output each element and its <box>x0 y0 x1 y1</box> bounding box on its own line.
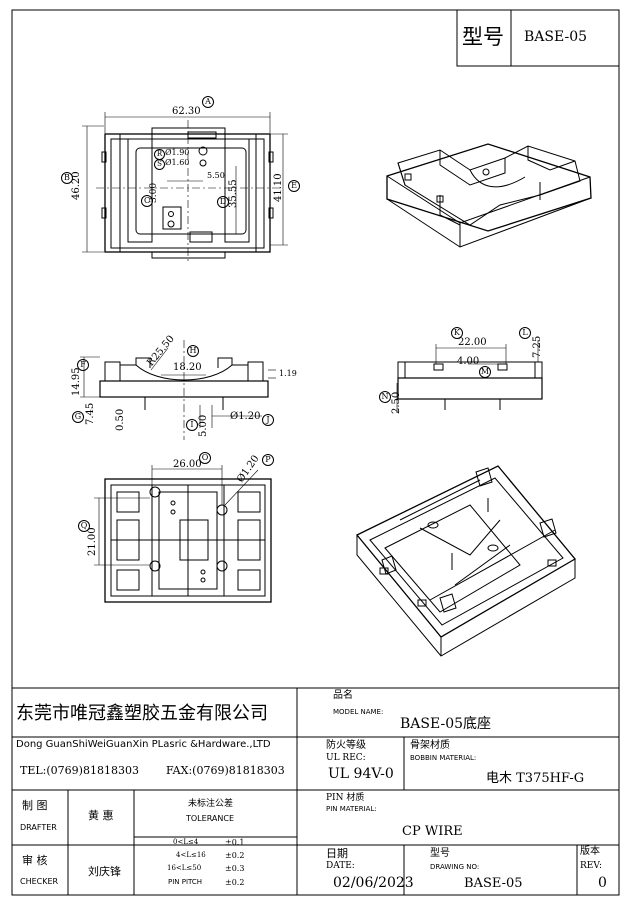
top-view <box>82 112 288 262</box>
checker-name: 刘庆锋 <box>88 865 121 878</box>
dim-5-00: 5.00 <box>198 414 209 437</box>
date-value: 02/06/2023 <box>333 875 414 891</box>
dim-0-50: 0.50 <box>115 408 126 431</box>
callout-k: K <box>451 327 463 339</box>
date-label: DATE: <box>326 861 355 871</box>
dim-22-00: 22.00 <box>458 337 487 348</box>
callout-p: P <box>262 454 274 466</box>
dim-5-50: 5.50 <box>207 171 225 180</box>
side-view <box>396 340 543 413</box>
model-name-value: BASE-05底座 <box>400 716 492 732</box>
dim-14-95: 14.95 <box>71 367 82 396</box>
front-view <box>80 340 276 440</box>
tolerance-value: ±0.1 <box>225 838 245 847</box>
callout-h: H <box>187 345 199 357</box>
bottom-view <box>94 465 272 603</box>
callout-n: N <box>379 391 391 403</box>
tolerance-label: TOLERANCE <box>186 814 235 823</box>
company-name-en: Dong GuanShiWeiGuanXin PLasric &Hardware… <box>16 739 271 750</box>
dim-46-20: 46.20 <box>71 171 82 200</box>
dim-35-55: 35.55 <box>228 179 239 208</box>
dim-7-25: 7.25 <box>532 335 543 358</box>
header-type-label: 型号 <box>462 25 504 49</box>
callout-i: I <box>186 419 198 431</box>
tolerance-value: ±0.2 <box>225 878 245 887</box>
checker-cn-label: 审 核 <box>22 854 48 867</box>
callout-q: Q <box>78 520 90 532</box>
callout-e: E <box>288 180 300 192</box>
dim-1-19: 1.19 <box>279 369 297 378</box>
drawing-border <box>11 9 620 896</box>
fire-rating-label: 防火等级 <box>326 740 366 751</box>
bobbin-cn-label: 骨架材质 <box>410 740 450 751</box>
callout-m: M <box>479 366 491 378</box>
company-fax: FAX:(0769)81818303 <box>166 764 285 777</box>
dim-3-00: 3.00 <box>149 182 159 203</box>
model-name-label: MODEL NAME: <box>333 708 384 716</box>
callout-g: G <box>72 411 84 423</box>
drafter-cn-label: 制 图 <box>22 799 48 812</box>
dim-26-00: 26.00 <box>173 459 202 470</box>
dim-41-10: 41.10 <box>273 173 284 202</box>
iso-view-top <box>386 143 592 248</box>
rev-cn-label: 版本 <box>580 846 600 857</box>
dim-dia-1-60: Ø1.60 <box>165 158 190 167</box>
dim-dia-1-90: Ø1.90 <box>165 148 190 157</box>
bobbin-label: BOBBIN MATERIAL: <box>410 754 477 762</box>
dim-dia-1-20-bottom: Ø1.20 <box>235 453 262 485</box>
company-name-cn: 东莞市唯冠鑫塑胶五金有限公司 <box>16 703 268 724</box>
drafter-label: DRAFTER <box>20 823 57 832</box>
date-cn-label: 日期 <box>326 847 348 860</box>
tolerance-value: ±0.2 <box>225 851 245 860</box>
rev-label: REV: <box>580 861 602 871</box>
callout-f: F <box>77 359 89 371</box>
callout-d: D <box>217 196 229 208</box>
pin-material-value: CP WIRE <box>402 824 463 839</box>
callout-o: O <box>199 452 211 464</box>
pinming-label: 品名 <box>333 690 353 701</box>
drawing-no-value: BASE-05 <box>464 876 523 891</box>
tolerance-value: ±0.3 <box>225 864 245 873</box>
bobbin-value: 电木 T375HF-G <box>486 771 585 786</box>
tolerance-range: PIN PITCH <box>168 878 203 886</box>
dim-4-00: 4.00 <box>457 356 480 367</box>
drawing-cn-label: 型号 <box>430 848 450 859</box>
callout-a: A <box>202 96 214 108</box>
rev-value: 0 <box>598 875 607 891</box>
dim-dia-1-20-front: Ø1.20 <box>230 411 261 422</box>
callout-c: C <box>141 195 153 207</box>
ul-label: UL REC: <box>326 753 366 763</box>
dim-62-30: 62.30 <box>172 106 201 117</box>
callout-j: J <box>262 414 274 426</box>
dim-18-20: 18.20 <box>173 362 202 373</box>
drawing-no-label: DRAWING NO: <box>430 863 480 871</box>
ul-value: UL 94V-0 <box>328 766 394 782</box>
pin-material-label: PIN MATERIAL: <box>326 805 377 813</box>
drafter-name: 黄 惠 <box>88 809 114 822</box>
title-block-grid <box>12 687 619 895</box>
dim-21-00: 21.00 <box>87 527 98 556</box>
callout-b: B <box>61 172 73 184</box>
company-tel: TEL:(0769)81818303 <box>20 764 139 777</box>
tolerance-range: 4<L≤16 <box>176 851 206 859</box>
checker-label: CHECKER <box>20 877 59 886</box>
tolerance-range: 0<L≤4 <box>173 838 199 846</box>
callout-l: L <box>519 327 531 339</box>
dim-2-50: 2.50 <box>391 391 402 414</box>
iso-view-bottom <box>355 465 576 657</box>
tolerance-cn-label: 未标注公差 <box>188 799 234 809</box>
header-type-value: BASE-05 <box>524 29 588 45</box>
tolerance-range: 16<L≤50 <box>167 864 202 872</box>
dim-7-45: 7.45 <box>85 402 96 425</box>
pin-cn-label: PIN 材质 <box>326 793 365 803</box>
callout-s: S <box>154 159 165 170</box>
header-box <box>456 9 620 67</box>
